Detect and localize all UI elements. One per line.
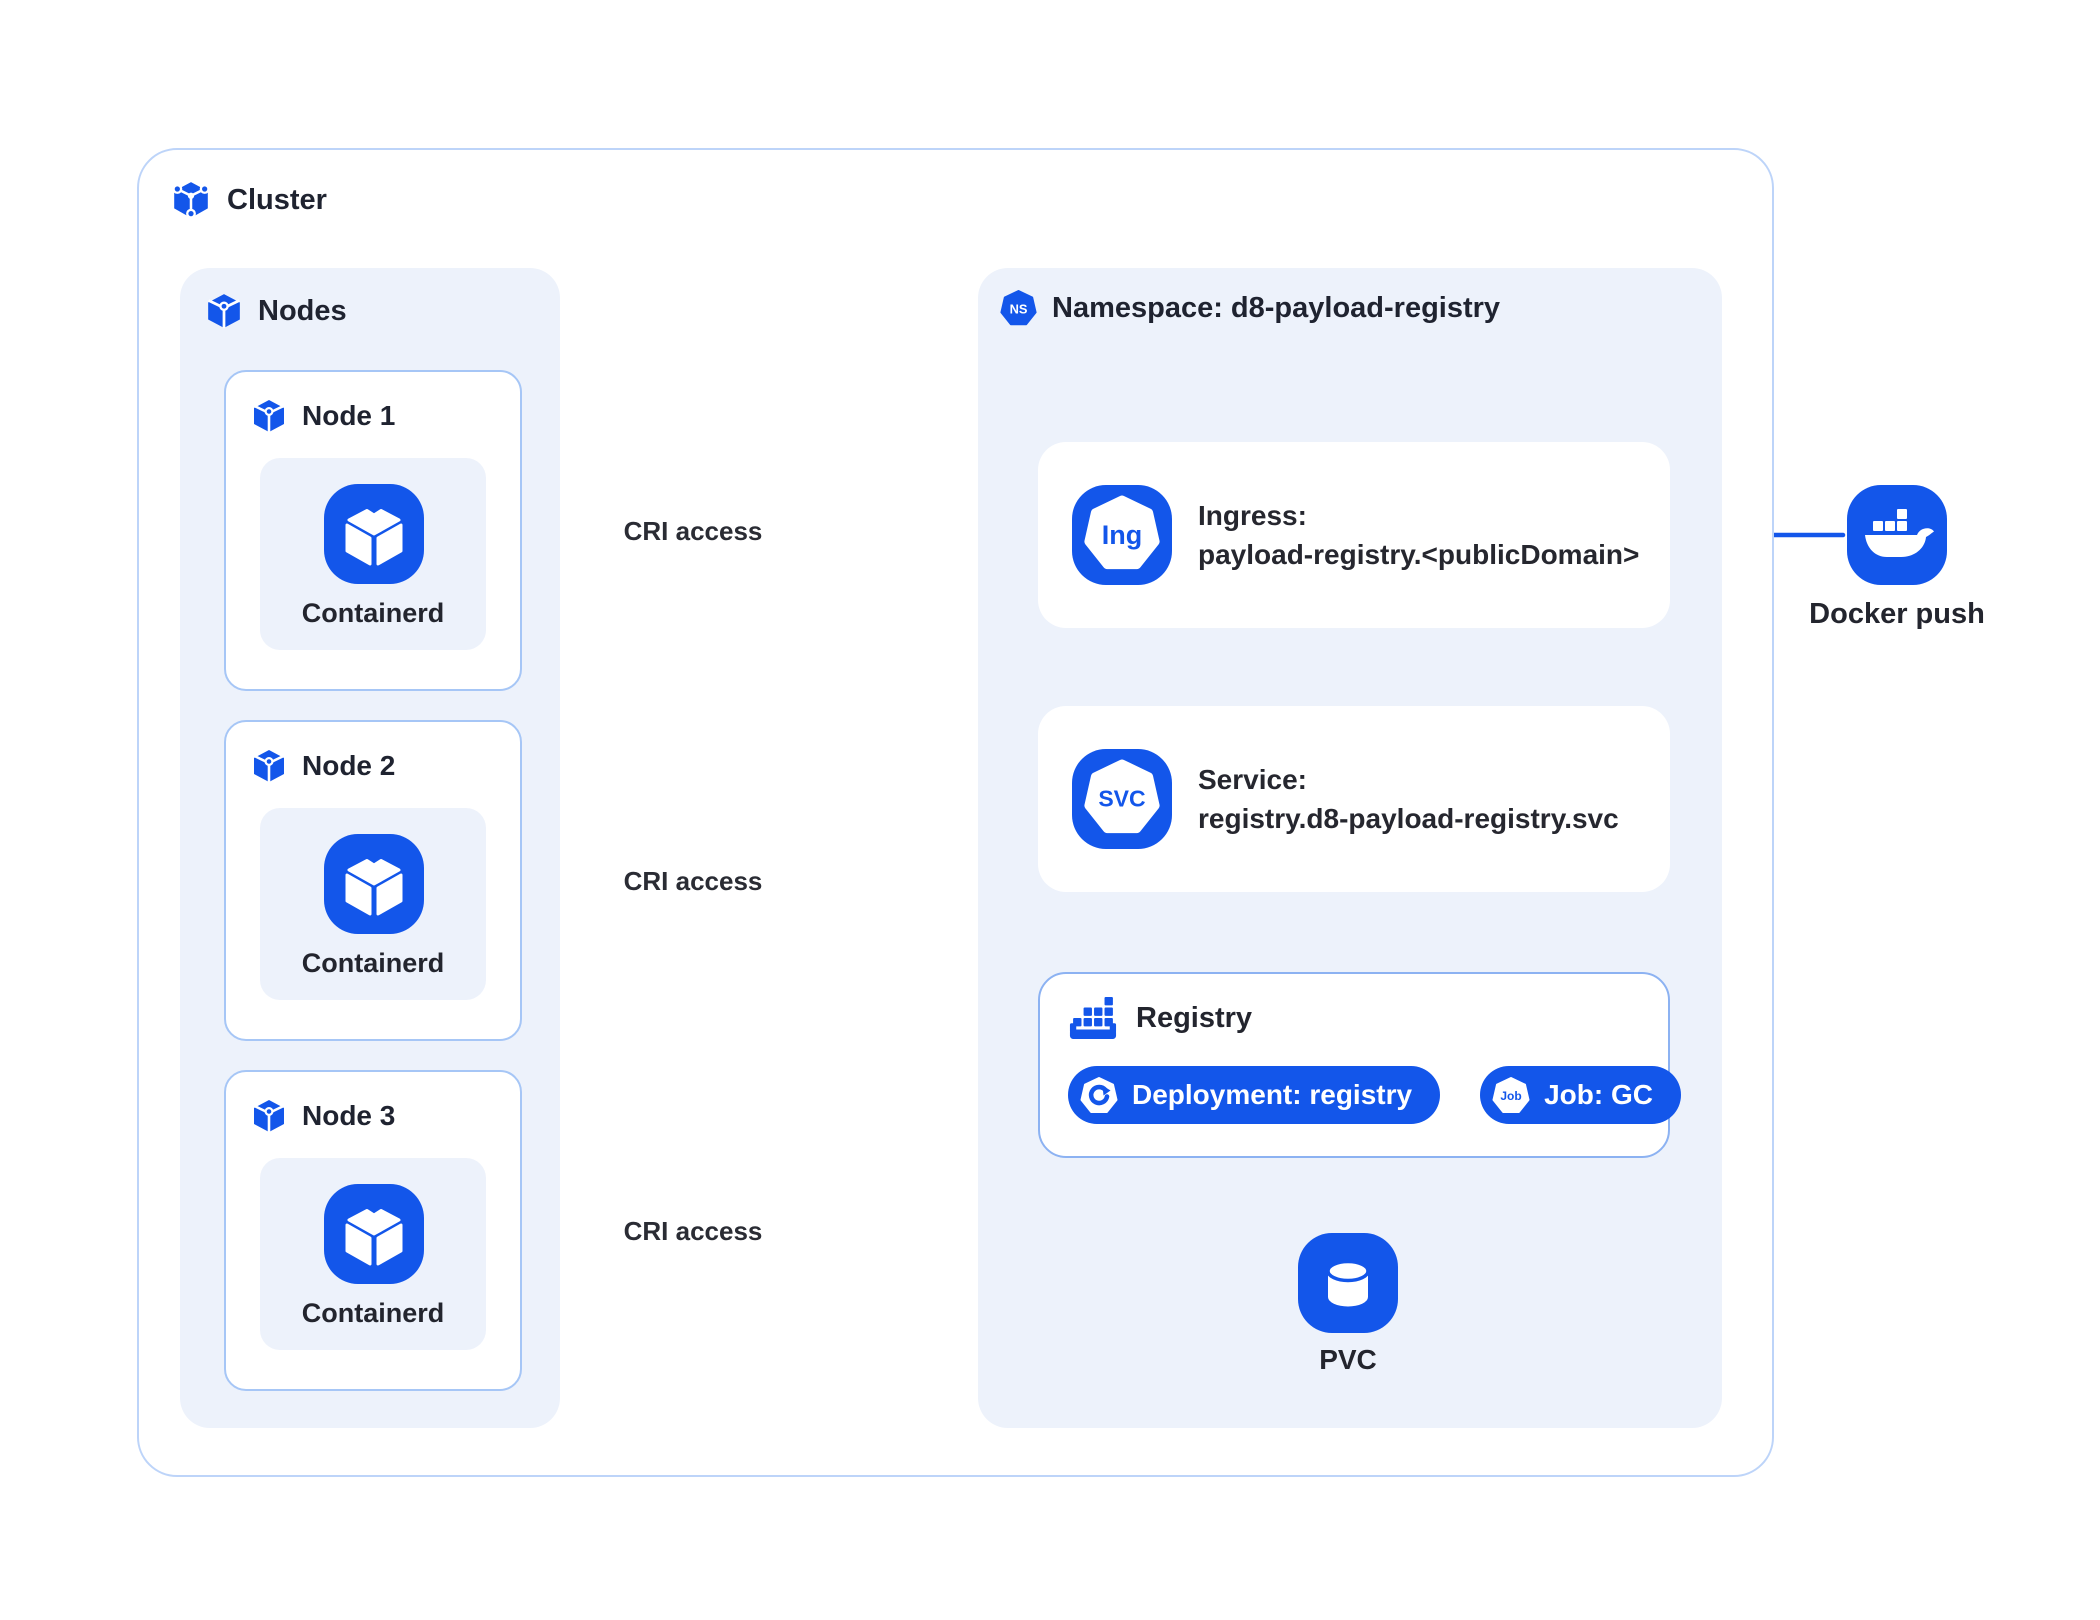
namespace-label: Namespace: d8-payload-registry <box>1052 292 1501 324</box>
svg-text:SVC: SVC <box>1098 786 1145 812</box>
deployment-pill-label: Deployment: registry <box>1132 1079 1413 1110</box>
job-icon: Job <box>1492 1077 1530 1113</box>
node-1-runtime-panel: Containerd <box>260 458 486 650</box>
node-2-runtime-panel: Containerd <box>260 808 486 1000</box>
docker-push-label: Docker push <box>1809 598 1985 630</box>
cri-access-label-1: CRI access <box>623 516 763 546</box>
cluster-icon <box>172 182 210 219</box>
cri-access-label-3: CRI access <box>623 1216 763 1246</box>
containerd-label: Containerd <box>301 948 445 978</box>
ingress-icon: Ing <box>1072 485 1172 585</box>
node-2-header: Node 2 <box>251 748 395 784</box>
containerd-icon <box>324 1184 424 1284</box>
registry-header: Registry <box>1068 996 1252 1040</box>
node-3-label: Node 3 <box>302 1100 396 1131</box>
registry-card: Registry Deployment: registry Job Job: G… <box>1038 972 1681 1158</box>
nodes-header: Nodes <box>205 292 347 330</box>
svg-text:Job: Job <box>1500 1089 1521 1103</box>
docker-icon <box>1847 485 1947 585</box>
ingress-card: Ing Ingress: payload-registry.<publicDom… <box>1038 442 1670 628</box>
deployment-icon <box>1080 1077 1118 1113</box>
node-cube-icon <box>254 1100 284 1133</box>
node-1-label: Node 1 <box>302 400 396 431</box>
cluster-label: Cluster <box>227 183 327 216</box>
containerd-label: Containerd <box>301 598 445 628</box>
containerd-icon <box>324 834 424 934</box>
node-3-runtime-panel: Containerd <box>260 1158 486 1350</box>
cluster-header: Cluster <box>170 179 327 221</box>
node-3-header: Node 3 <box>251 1098 395 1134</box>
ingress-host: payload-registry.<publicDomain> <box>1198 539 1640 570</box>
job-pill: Job Job: GC <box>1480 1066 1681 1124</box>
namespace-header: NS Namespace: d8-payload-registry <box>1000 290 1500 327</box>
svg-text:Ing: Ing <box>1102 520 1143 550</box>
service-icon: SVC <box>1072 749 1172 849</box>
node-cube-icon <box>254 400 284 433</box>
node-cube-icon <box>254 750 284 783</box>
containerd-label: Containerd <box>301 1298 445 1328</box>
service-dns: registry.d8-payload-registry.svc <box>1198 803 1619 834</box>
service-card: SVC Service: registry.d8-payload-registr… <box>1038 706 1670 892</box>
registry-icon <box>1069 997 1117 1039</box>
pvc-label: PVC <box>1319 1344 1377 1375</box>
cri-access-label-2: CRI access <box>623 866 763 896</box>
job-pill-label: Job: GC <box>1544 1079 1653 1110</box>
pvc-icon <box>1298 1233 1398 1333</box>
node-1-header: Node 1 <box>251 398 395 434</box>
node-3-box: Node 3 Containerd <box>224 1070 522 1391</box>
svg-text:NS: NS <box>1010 302 1028 317</box>
ingress-title: Ingress: <box>1198 500 1307 531</box>
node-cube-icon <box>208 294 240 329</box>
node-2-box: Node 2 Containerd <box>224 720 522 1041</box>
deployment-pill: Deployment: registry <box>1068 1066 1441 1124</box>
registry-label: Registry <box>1136 1001 1253 1034</box>
nodes-label: Nodes <box>258 294 347 327</box>
node-2-label: Node 2 <box>302 750 396 781</box>
node-1-box: Node 1 Containerd <box>224 370 522 691</box>
containerd-icon <box>324 484 424 584</box>
namespace-icon: NS <box>1000 290 1037 326</box>
service-title: Service: <box>1198 764 1307 795</box>
